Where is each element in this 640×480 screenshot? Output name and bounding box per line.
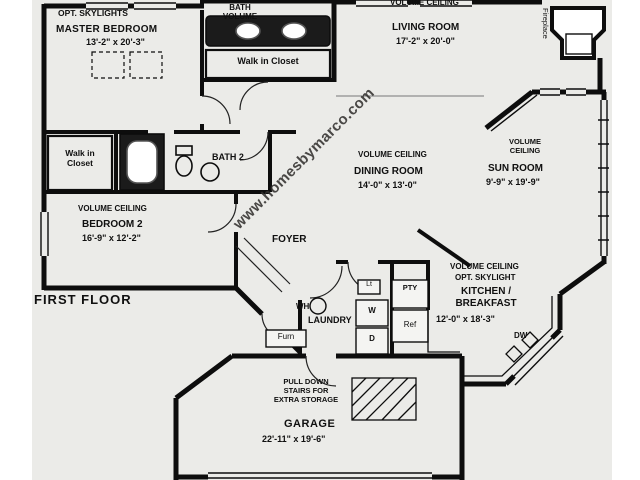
light-box	[357, 279, 381, 295]
label-master-bedroom: MASTER BEDROOM	[56, 24, 158, 35]
label-dryer: D	[369, 334, 375, 343]
label-laundry: LAUNDRY	[308, 315, 352, 325]
label-volume-ceiling-kitchen: VOLUME CEILING	[450, 262, 519, 271]
door-swing-arcs	[201, 81, 379, 387]
sink-icon	[200, 162, 220, 182]
label-kitchen-dims: 12'-0" x 18'-3"	[436, 314, 495, 324]
furnace-box	[265, 329, 307, 348]
label-dishwasher: DW	[514, 331, 528, 340]
label-bedroom-2-dims: 16'-9" x 12'-2"	[82, 233, 141, 243]
vanity-sink-icon	[281, 22, 307, 40]
label-sun-room-dims: 9'-9" x 19'-9"	[486, 177, 540, 187]
storage-hatch	[351, 377, 417, 421]
label-garage: GARAGE	[284, 418, 336, 430]
label-refrigerator: Ref	[403, 320, 417, 329]
label-dining-room: DINING ROOM	[354, 166, 423, 177]
kitchen-sink-icon	[505, 331, 539, 363]
label-walk-in-closet-master: Walk in Closet	[237, 56, 299, 66]
skylight-outlines	[91, 51, 163, 79]
label-storage-note: PULL DOWN STAIRS FOR EXTRA STORAGE	[273, 377, 339, 404]
kitchen-fixtures	[427, 296, 553, 377]
vanity-sink-icon	[235, 22, 261, 40]
label-bedroom-2: BEDROOM 2	[82, 219, 143, 230]
label-light: Lt	[366, 281, 372, 288]
water-heater-icon	[309, 297, 327, 315]
label-fireplace: Fireplace	[540, 8, 550, 39]
washer-box	[355, 299, 389, 327]
fireplace-icon	[550, 6, 606, 60]
label-washer: W	[368, 306, 376, 315]
label-volume-ceiling-dining: VOLUME CEILING	[358, 150, 427, 159]
interior-walls	[44, 10, 472, 356]
label-living-room: LIVING ROOM	[392, 22, 460, 33]
label-walk-in-closet-2: Walk in Closet	[65, 148, 95, 169]
label-opt-skylight-kitchen: OPT. SKYLIGHT	[455, 273, 516, 282]
label-garage-dims: 22'-11" x 19'-6"	[262, 434, 326, 444]
page-title: FIRST FLOOR	[34, 292, 132, 307]
closet-outlines	[46, 48, 332, 192]
label-foyer: FOYER	[272, 234, 307, 245]
label-water-heater: WH	[296, 302, 310, 311]
label-pantry: PTY	[402, 283, 418, 292]
label-furnace: Furn	[277, 332, 295, 341]
label-sun-room: SUN ROOM	[488, 163, 543, 174]
label-volume-ceiling-bedroom2: VOLUME CEILING	[78, 204, 147, 213]
toilet-icon	[175, 145, 193, 156]
label-kitchen-breakfast: KITCHEN / BREAKFAST	[455, 286, 517, 309]
label-bath-volume: BATH VOLUME	[222, 3, 258, 22]
toilet-icon	[175, 155, 193, 177]
laundry-fixtures	[265, 279, 429, 355]
label-dining-room-dims: 14'-0" x 13'-0"	[358, 180, 417, 190]
label-living-room-dims: 17'-2" x 20'-0"	[396, 36, 455, 46]
dryer-box	[355, 327, 389, 355]
windows	[40, 0, 609, 479]
label-bath-2: BATH 2	[212, 152, 244, 162]
label-volume-ceiling-living: VOLUME CEILING	[390, 0, 459, 7]
label-opt-skylights: OPT. SKYLIGHTS	[58, 8, 128, 18]
bath-fixtures	[119, 15, 331, 191]
pantry-box	[391, 279, 429, 309]
label-volume-ceiling-sun: VOLUME CEILING	[508, 137, 542, 155]
label-master-bedroom-dims: 13'-2" x 20'-3"	[86, 37, 145, 47]
